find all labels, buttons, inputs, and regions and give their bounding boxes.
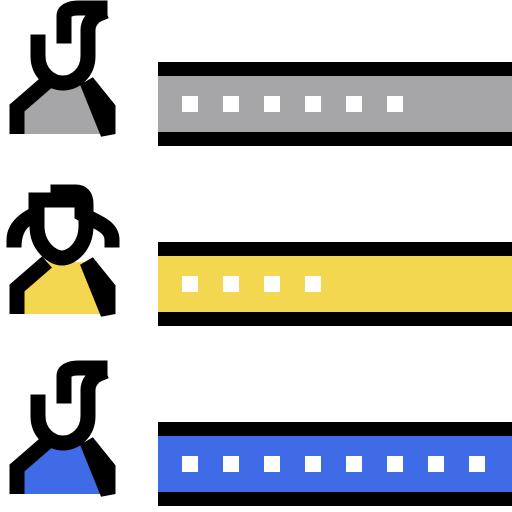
level-square: [346, 96, 362, 112]
avatar-hair: [6, 192, 120, 248]
user-avatar-icon: [9, 360, 116, 497]
user-row: [9, 0, 512, 146]
level-square: [305, 456, 321, 472]
avatar-head: [30, 4, 109, 91]
user-row: [9, 360, 512, 506]
avatar-body-outline: [9, 256, 116, 317]
level-square: [387, 96, 403, 112]
bar-top-border: [158, 422, 512, 436]
avatar-face: [29, 184, 94, 266]
user-avatar-icon: [9, 0, 116, 137]
level-square: [182, 96, 198, 112]
level-square: [182, 276, 198, 292]
avatar-curl: [56, 360, 108, 404]
bar-top-border: [158, 242, 512, 256]
user-row: [6, 184, 512, 326]
avatar-curl: [56, 0, 108, 44]
level-square: [428, 456, 444, 472]
level-square: [305, 96, 321, 112]
bar-bottom-border: [158, 312, 512, 326]
bar-bottom-border: [158, 492, 512, 506]
level-square: [264, 276, 280, 292]
level-square: [182, 456, 198, 472]
user-avatar-long-hair-icon: [6, 184, 120, 317]
level-square: [305, 276, 321, 292]
level-square: [223, 276, 239, 292]
level-square: [387, 456, 403, 472]
bar-top-border: [158, 62, 512, 76]
level-square: [264, 456, 280, 472]
avatar-body-outline: [9, 76, 116, 137]
avatar-body-outline: [9, 436, 116, 497]
level-square: [223, 456, 239, 472]
level-square: [223, 96, 239, 112]
bar-bottom-border: [158, 132, 512, 146]
bar-fill: [158, 70, 512, 138]
level-square: [346, 456, 362, 472]
avatar-head: [30, 364, 109, 451]
level-square: [469, 456, 485, 472]
bar-fill: [158, 250, 512, 318]
level-square: [264, 96, 280, 112]
bar-fill: [158, 430, 512, 498]
